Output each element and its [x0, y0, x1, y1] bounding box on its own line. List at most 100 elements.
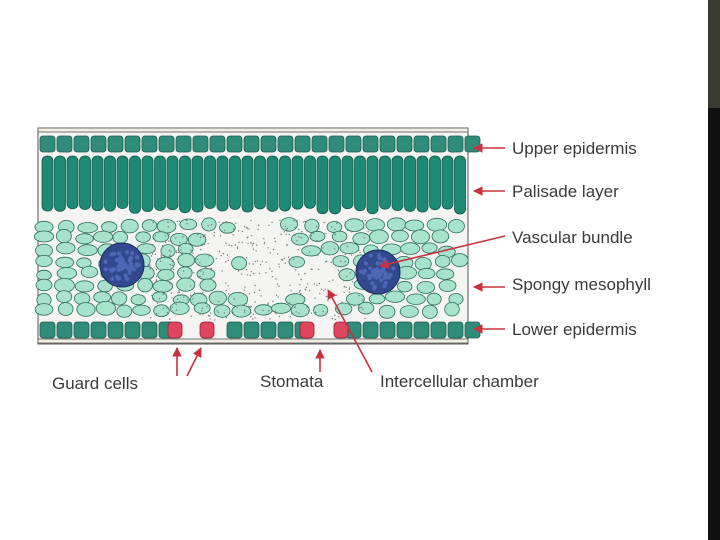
- air-space-dot: [251, 235, 252, 236]
- spongy-cell: [220, 222, 236, 233]
- air-space-dot: [169, 250, 170, 251]
- air-space-dot: [155, 235, 156, 236]
- air-space-dot: [235, 223, 236, 224]
- air-space-dot: [233, 234, 234, 235]
- air-space-dot: [313, 233, 314, 234]
- air-space-dot: [350, 272, 351, 273]
- air-space-dot: [278, 263, 279, 264]
- spongy-cell: [305, 219, 319, 232]
- spongy-cell: [76, 234, 94, 244]
- air-space-dot: [325, 233, 326, 234]
- air-space-dot: [172, 221, 173, 222]
- spongy-cell: [180, 219, 197, 230]
- palisade-cell: [305, 156, 316, 208]
- air-space-dot: [286, 245, 287, 246]
- air-space-dot: [345, 254, 346, 255]
- spongy-cell: [255, 305, 273, 315]
- air-space-dot: [186, 220, 187, 221]
- air-space-dot: [343, 280, 344, 281]
- spongy-cell: [177, 278, 195, 291]
- air-space-dot: [359, 307, 360, 308]
- spongy-cell: [418, 268, 435, 278]
- palisade-cell: [205, 156, 216, 208]
- xylem-cell: [135, 264, 139, 268]
- air-space-dot: [269, 268, 270, 269]
- air-space-dot: [214, 319, 215, 320]
- epidermis-cell: [363, 322, 378, 338]
- air-space-dot: [173, 269, 174, 270]
- air-space-dot: [281, 259, 282, 260]
- spongy-cell: [75, 281, 94, 292]
- air-space-dot: [226, 317, 227, 318]
- air-space-dot: [367, 221, 368, 222]
- air-space-dot: [254, 292, 255, 293]
- air-space-dot: [150, 277, 151, 278]
- air-space-dot: [200, 270, 201, 271]
- air-space-dot: [205, 279, 206, 280]
- air-space-dot: [226, 221, 227, 222]
- air-space-dot: [289, 285, 290, 286]
- air-space-dot: [169, 318, 170, 319]
- spongy-cell: [56, 229, 71, 242]
- palisade-cell: [330, 156, 341, 214]
- air-space-dot: [214, 232, 215, 233]
- air-space-dot: [358, 295, 359, 296]
- air-space-dot: [271, 222, 272, 223]
- palisade-cell: [167, 156, 178, 210]
- air-space-dot: [293, 258, 294, 259]
- air-space-dot: [266, 314, 267, 315]
- spongy-cell: [292, 233, 309, 245]
- spongy-cell: [332, 231, 347, 242]
- air-space-dot: [177, 221, 178, 222]
- air-space-dot: [352, 281, 353, 282]
- air-space-dot: [249, 293, 250, 294]
- spongy-cell: [78, 245, 97, 256]
- air-space-dot: [311, 313, 312, 314]
- air-space-dot: [291, 290, 292, 291]
- air-space-dot: [331, 262, 332, 263]
- xylem-cell: [372, 287, 376, 291]
- air-space-dot: [316, 285, 317, 286]
- epidermis-cell: [448, 136, 463, 152]
- air-space-dot: [247, 237, 248, 238]
- xylem-cell: [381, 266, 385, 270]
- air-space-dot: [305, 289, 306, 290]
- air-space-dot: [253, 243, 254, 244]
- air-space-dot: [332, 237, 333, 238]
- air-space-dot: [270, 252, 271, 253]
- air-space-dot: [265, 272, 266, 273]
- spongy-cell: [158, 269, 174, 280]
- air-space-dot: [321, 245, 322, 246]
- air-space-dot: [317, 240, 318, 241]
- air-space-dot: [353, 305, 354, 306]
- air-space-dot: [314, 283, 315, 284]
- spongy-cell: [113, 231, 128, 243]
- air-space-dot: [180, 249, 181, 250]
- epidermis-cell: [125, 322, 140, 338]
- air-space-dot: [224, 312, 225, 313]
- epidermis-cell: [227, 322, 242, 338]
- epidermis-cell: [363, 136, 378, 152]
- palisade-cell: [380, 156, 391, 209]
- air-space-dot: [177, 258, 178, 259]
- air-space-dot: [248, 306, 249, 307]
- epidermis-cell: [380, 322, 395, 338]
- air-space-dot: [176, 252, 177, 253]
- epidermis-cell: [210, 136, 225, 152]
- air-space-dot: [162, 245, 163, 246]
- air-space-dot: [367, 231, 368, 232]
- air-space-dot: [152, 244, 153, 245]
- air-space-dot: [202, 314, 203, 315]
- palisade-cell: [230, 156, 241, 209]
- spongy-cell: [178, 243, 193, 254]
- air-space-dot: [221, 255, 222, 256]
- air-space-dot: [321, 289, 322, 290]
- spongy-cell: [57, 291, 72, 303]
- air-space-dot: [290, 316, 291, 317]
- spongy-cell: [310, 231, 325, 241]
- spongy-cell: [96, 301, 115, 315]
- spongy-cell: [170, 302, 189, 314]
- xylem-cell: [135, 255, 139, 259]
- air-space-dot: [213, 281, 214, 282]
- epidermis-cell: [431, 136, 446, 152]
